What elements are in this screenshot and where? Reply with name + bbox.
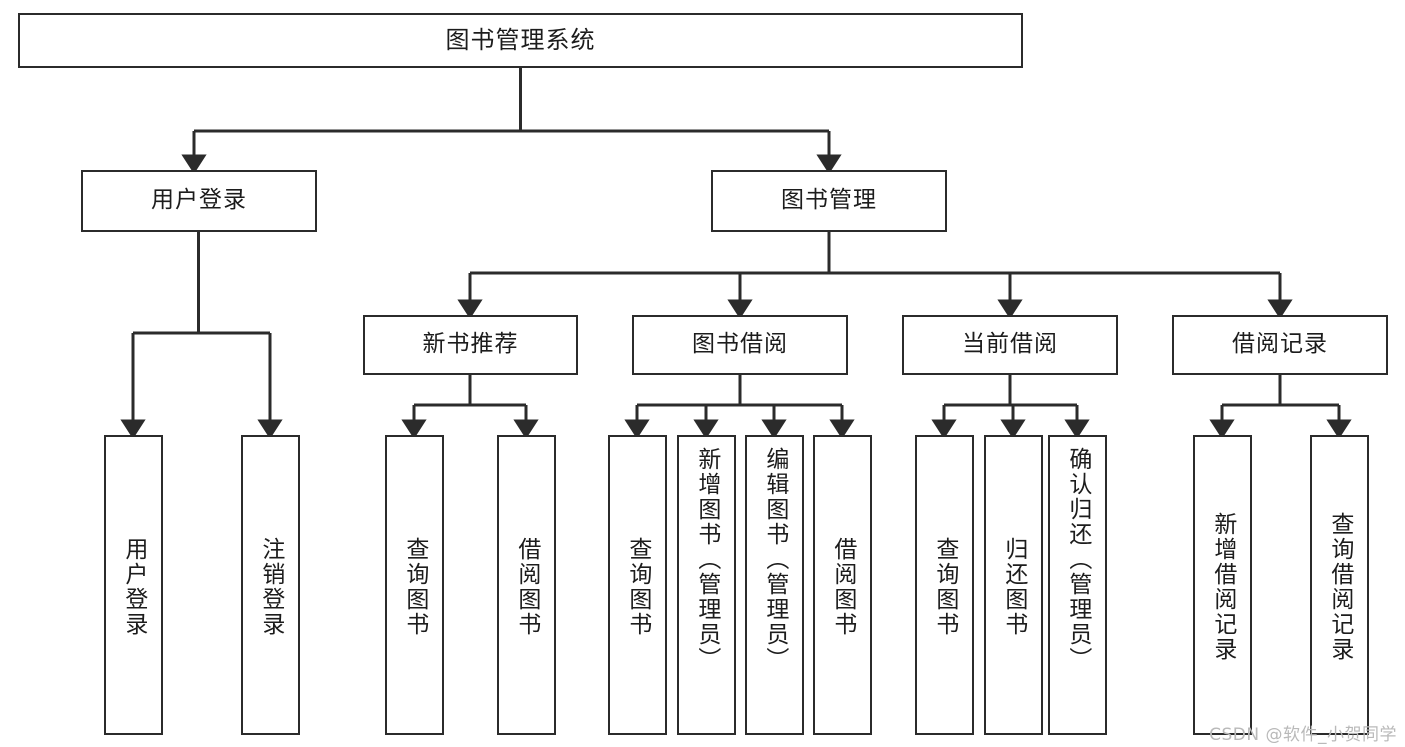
node-user-login-label: 用户登录 <box>151 187 247 214</box>
node-root-system[interactable]: 图书管理系统 <box>18 13 1023 68</box>
node-current-borrow[interactable]: 当前借阅 <box>902 315 1118 375</box>
vtext-wrap: 新增图书（管理员） <box>693 441 720 739</box>
vtext-wrap: 借阅图书 <box>829 441 856 733</box>
node-leaf-query-book-2-label: 查询图书 <box>624 537 651 637</box>
node-leaf-borrow-book-1[interactable]: 借阅图书 <box>497 435 556 735</box>
node-leaf-user-login[interactable]: 用户登录 <box>104 435 163 735</box>
vtext-wrap: 归还图书 <box>1000 441 1027 733</box>
node-current-borrow-label: 当前借阅 <box>962 331 1058 358</box>
node-leaf-query-book-1-label: 查询图书 <box>401 537 428 637</box>
node-leaf-borrow-book-1-label: 借阅图书 <box>513 537 540 637</box>
vtext-wrap: 编辑图书（管理员） <box>761 441 788 739</box>
node-leaf-confirm-return-label: 确认归还（管理员） <box>1064 447 1091 672</box>
node-leaf-edit-book-label: 编辑图书（管理员） <box>761 447 788 672</box>
vtext-wrap: 用户登录 <box>120 441 147 733</box>
node-leaf-borrow-book-2-label: 借阅图书 <box>829 537 856 637</box>
node-leaf-borrow-book-2[interactable]: 借阅图书 <box>813 435 872 735</box>
node-leaf-add-book[interactable]: 新增图书（管理员） <box>677 435 736 735</box>
node-leaf-confirm-return[interactable]: 确认归还（管理员） <box>1048 435 1107 735</box>
node-borrow-record-label: 借阅记录 <box>1232 331 1328 358</box>
node-leaf-return-book[interactable]: 归还图书 <box>984 435 1043 735</box>
node-leaf-query-book-3[interactable]: 查询图书 <box>915 435 974 735</box>
node-leaf-query-record-label: 查询借阅记录 <box>1326 512 1353 662</box>
vtext-wrap: 查询图书 <box>931 441 958 733</box>
csdn-watermark: CSDN @软件_小贺同学 <box>1209 725 1397 745</box>
node-leaf-edit-book[interactable]: 编辑图书（管理员） <box>745 435 804 735</box>
node-leaf-add-record-label: 新增借阅记录 <box>1209 512 1236 662</box>
node-book-manage-label: 图书管理 <box>781 187 877 214</box>
vtext-wrap: 借阅图书 <box>513 441 540 733</box>
node-borrow-record[interactable]: 借阅记录 <box>1172 315 1388 375</box>
vtext-wrap: 注销登录 <box>257 441 284 733</box>
node-book-borrow[interactable]: 图书借阅 <box>632 315 848 375</box>
node-leaf-add-book-label: 新增图书（管理员） <box>693 447 720 672</box>
node-book-borrow-label: 图书借阅 <box>692 331 788 358</box>
vtext-wrap: 查询图书 <box>624 441 651 733</box>
node-leaf-logout-label: 注销登录 <box>257 537 284 637</box>
vtext-wrap: 查询图书 <box>401 441 428 733</box>
node-book-manage[interactable]: 图书管理 <box>711 170 947 232</box>
node-new-book-rec-label: 新书推荐 <box>422 331 519 358</box>
node-leaf-query-book-3-label: 查询图书 <box>931 537 958 637</box>
node-new-book-rec[interactable]: 新书推荐 <box>363 315 578 375</box>
node-leaf-logout[interactable]: 注销登录 <box>241 435 300 735</box>
node-root-label: 图书管理系统 <box>445 26 596 55</box>
node-leaf-user-login-label: 用户登录 <box>120 537 147 637</box>
node-user-login[interactable]: 用户登录 <box>81 170 317 232</box>
node-leaf-query-book-1[interactable]: 查询图书 <box>385 435 444 735</box>
vtext-wrap: 确认归还（管理员） <box>1064 441 1091 739</box>
vtext-wrap: 新增借阅记录 <box>1209 441 1236 733</box>
node-leaf-add-record[interactable]: 新增借阅记录 <box>1193 435 1252 735</box>
vtext-wrap: 查询借阅记录 <box>1326 441 1353 733</box>
node-leaf-query-book-2[interactable]: 查询图书 <box>608 435 667 735</box>
node-leaf-return-book-label: 归还图书 <box>1000 537 1027 637</box>
node-leaf-query-record[interactable]: 查询借阅记录 <box>1310 435 1369 735</box>
